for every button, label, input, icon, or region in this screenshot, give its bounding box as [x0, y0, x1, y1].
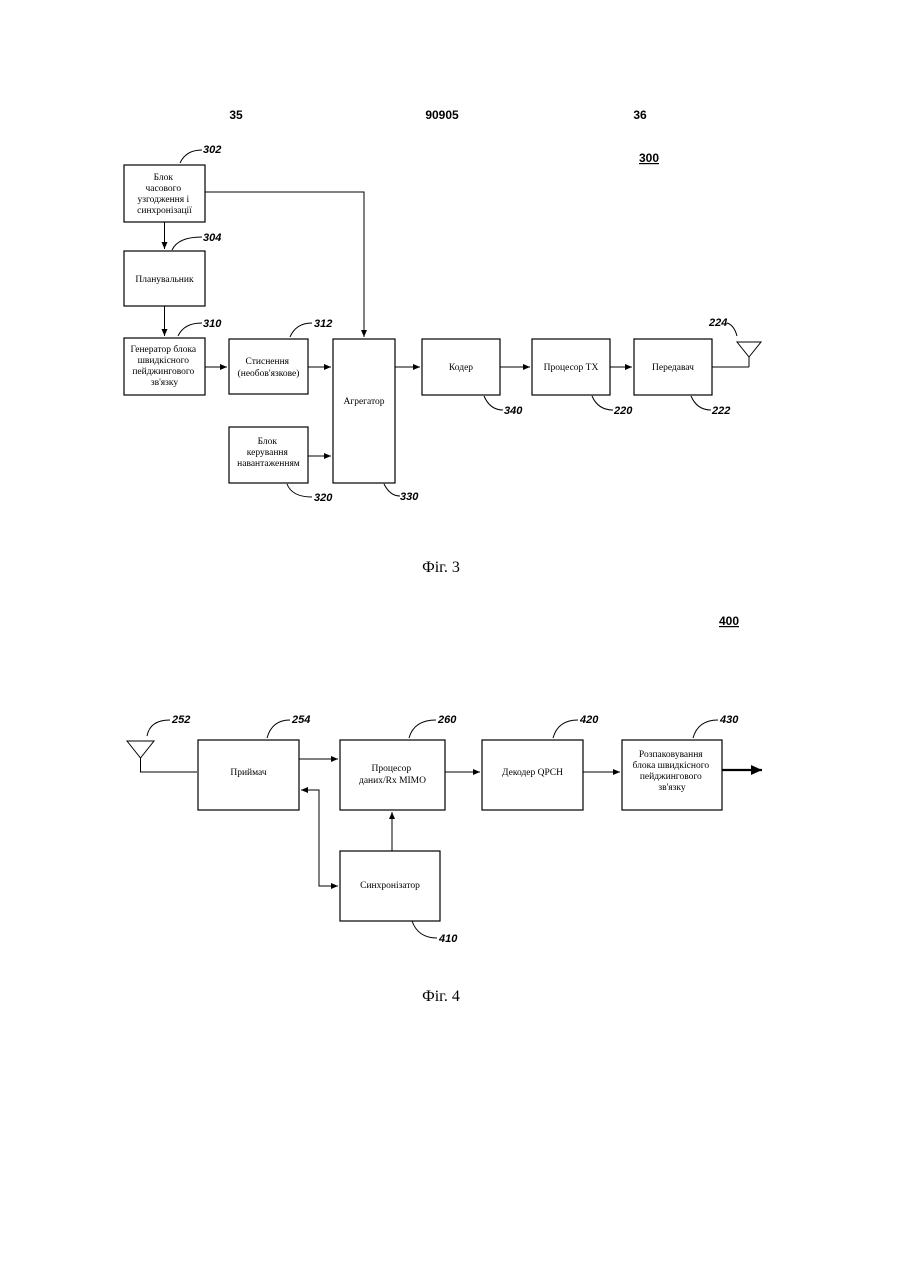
rx-mimo-processor-block [340, 740, 445, 810]
aggregator-block [333, 339, 395, 483]
fig3-caption: Фіг. 3 [422, 559, 460, 576]
ref-430: 430 [719, 714, 739, 726]
ref-220: 220 [613, 405, 633, 417]
ref-260: 260 [437, 714, 457, 726]
ref-320: 320 [314, 492, 333, 504]
transmitter-label: Передавач [652, 363, 694, 373]
ref-312: 312 [314, 318, 332, 330]
synchronizer-label: Синхронізатор [360, 881, 420, 891]
fig3-id-label: 300 [639, 151, 659, 165]
ref-310: 310 [203, 318, 222, 330]
rx-antenna-icon [127, 741, 197, 772]
tx-antenna-icon [712, 342, 761, 367]
ref-304: 304 [203, 232, 221, 244]
document-number: 90905 [425, 108, 459, 122]
ref-410: 410 [438, 933, 458, 945]
qpch-decoder-label: Декодер QPCH [502, 768, 563, 778]
ref-340: 340 [504, 405, 523, 417]
scheduler-label: Планувальник [135, 275, 194, 285]
receiver-label: Приймач [230, 767, 267, 778]
ref-254: 254 [291, 714, 310, 726]
left-page-number: 35 [229, 108, 243, 122]
fig4-caption: Фіг. 4 [422, 988, 460, 1005]
ref-224: 224 [708, 317, 727, 329]
ref-302: 302 [203, 144, 221, 156]
tx-processor-label: Процесор TX [544, 363, 599, 373]
ref-222: 222 [711, 405, 730, 417]
ref-252: 252 [171, 714, 190, 726]
right-page-number: 36 [633, 108, 647, 122]
ref-420: 420 [579, 714, 599, 726]
aggregator-label: Агрегатор [343, 397, 384, 407]
fig3-connectors [165, 192, 633, 456]
fig4-id-label: 400 [719, 614, 739, 628]
encoder-label: Кодер [449, 363, 473, 373]
ref-330: 330 [400, 491, 419, 503]
